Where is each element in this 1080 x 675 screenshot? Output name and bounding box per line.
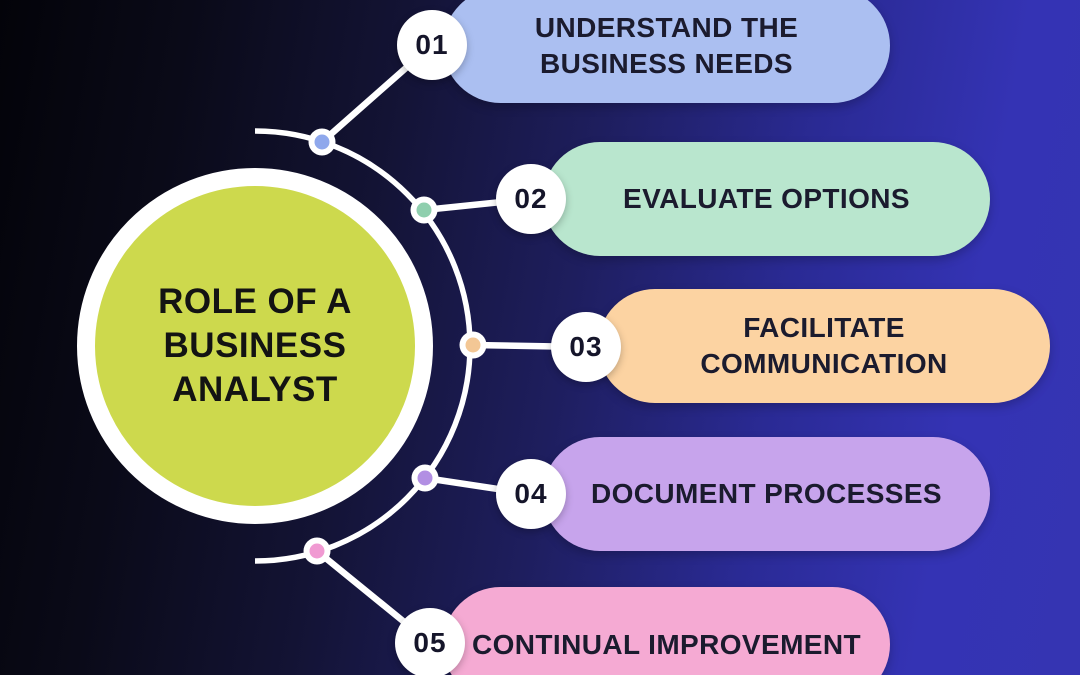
connector-dot-3 (459, 331, 487, 359)
connector-dot-1 (308, 128, 336, 156)
step-number-3: 03 (569, 331, 603, 362)
page-title-line-3: ANALYST (172, 370, 338, 409)
step-pill-5: CONTINUAL IMPROVEMENT (443, 587, 890, 675)
step-number-2: 02 (514, 183, 548, 214)
step-label-4: DOCUMENT PROCESSES (590, 478, 943, 509)
step-number-badge-4: 04 (496, 459, 566, 529)
step-number-1: 01 (415, 29, 449, 60)
step-number-badge-1: 01 (397, 10, 467, 80)
step-label-3: FACILITATE COMMUNICATION (700, 312, 948, 379)
page-title: ROLE OF A BUSINESS ANALYST (158, 280, 352, 412)
step-pill-1: UNDERSTAND THE BUSINESS NEEDS (443, 0, 890, 103)
step-label-1: UNDERSTAND THE BUSINESS NEEDS (534, 11, 799, 79)
step-pill-4: DOCUMENT PROCESSES (543, 437, 990, 551)
step-number-badge-5: 05 (395, 608, 465, 675)
page-title-line-2: BUSINESS (163, 326, 347, 365)
dot-core-1 (314, 134, 330, 150)
page-title-line-1: ROLE OF A (158, 282, 352, 321)
step-number-4: 04 (514, 478, 548, 509)
step-pill-2: EVALUATE OPTIONS (543, 142, 990, 256)
dot-core-3 (465, 337, 481, 353)
central-title-circle: ROLE OF A BUSINESS ANALYST (77, 168, 433, 524)
step-label-5: CONTINUAL IMPROVEMENT (472, 628, 861, 660)
connector-dot-4 (411, 464, 439, 492)
connector-dot-5 (303, 537, 331, 565)
dot-core-4 (417, 470, 433, 486)
step-number-badge-2: 02 (496, 164, 566, 234)
step-number-5: 05 (413, 627, 447, 658)
connector-dot-2 (410, 196, 438, 224)
step-label-2: EVALUATE OPTIONS (623, 183, 910, 214)
step-pill-3: FACILITATE COMMUNICATION (598, 289, 1050, 403)
dot-core-2 (416, 202, 432, 218)
step-number-badge-3: 03 (551, 312, 621, 382)
dot-core-5 (309, 543, 325, 559)
